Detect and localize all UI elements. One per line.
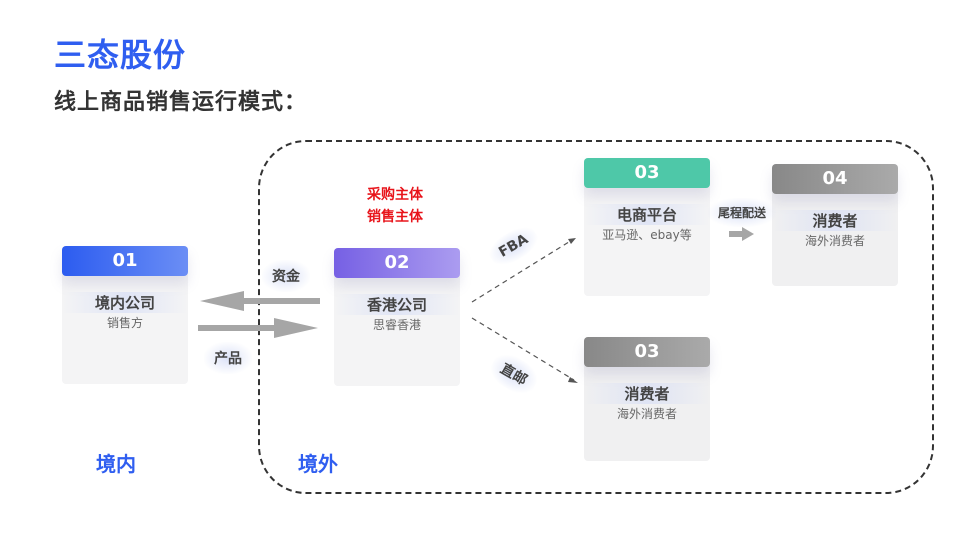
node-number: 01 (62, 246, 188, 276)
node-subtitle: 海外消费者 (804, 234, 865, 248)
company-title: 三态股份 (54, 36, 187, 74)
node-title: 消费者 (584, 383, 710, 404)
node-title: 消费者 (772, 210, 898, 231)
flow-label-money: 资金 (262, 260, 310, 292)
node-subtitle: 海外消费者 (616, 407, 677, 421)
entity-note: 采购主体 销售主体 (350, 184, 440, 228)
node-domestic-company: 01 境内公司 销售方 (62, 246, 188, 384)
node-number: 03 (584, 337, 710, 367)
diagram-subtitle: 线上商品销售运行模式： (54, 90, 308, 115)
node-title: 电商平台 (584, 204, 710, 225)
fba-dashed-arrow-icon (471, 238, 576, 303)
node-subtitle: 亚马逊、ebay等 (602, 228, 692, 242)
node-ecommerce-platform: 03 电商平台 亚马逊、ebay等 (584, 158, 710, 296)
node-title: 境内公司 (62, 292, 188, 313)
flow-label-product: 产品 (204, 342, 252, 374)
node-subtitle: 思睿香港 (372, 318, 421, 332)
node-title: 香港公司 (334, 294, 460, 315)
flow-label-last-mile: 尾程配送 (708, 198, 777, 227)
node-consumer-lastmile: 04 消费者 海外消费者 (772, 164, 898, 286)
node-subtitle: 销售方 (106, 316, 143, 330)
money-arrow-icon (200, 291, 320, 311)
region-label-overseas: 境外 (298, 452, 338, 476)
node-number: 03 (584, 158, 710, 188)
node-number: 02 (334, 248, 460, 278)
overseas-region-boundary (258, 140, 934, 494)
last-mile-arrow-icon (729, 227, 754, 241)
entity-note-purchase: 采购主体 (367, 187, 423, 203)
entity-note-sales: 销售主体 (367, 209, 423, 225)
node-hk-company: 02 香港公司 思睿香港 (334, 248, 460, 386)
region-label-domestic: 境内 (96, 452, 136, 476)
direct-dashed-arrow-icon (471, 317, 578, 383)
product-arrow-icon (198, 318, 318, 338)
node-number: 04 (772, 164, 898, 194)
node-consumer-direct: 03 消费者 海外消费者 (584, 337, 710, 461)
